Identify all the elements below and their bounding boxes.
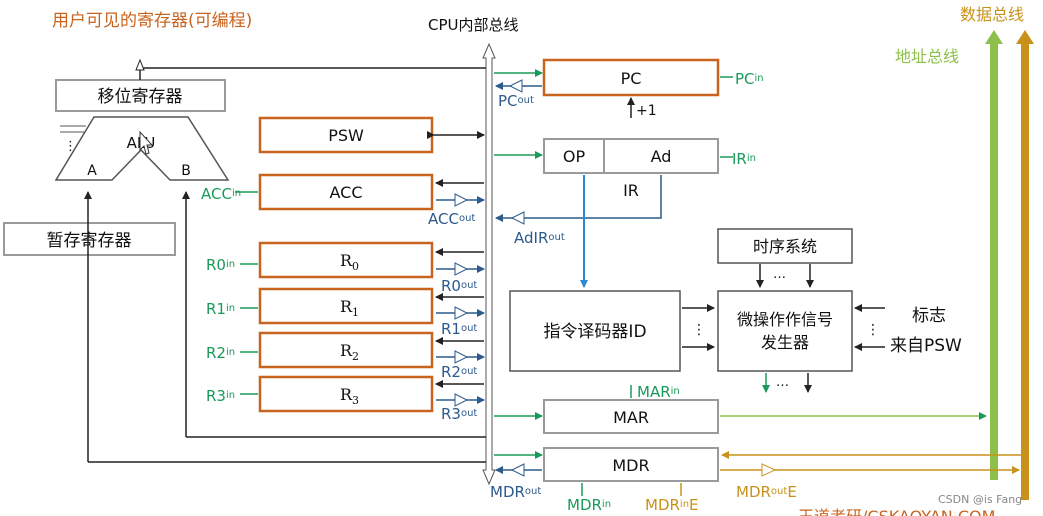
data-bus-arrow: [1016, 30, 1034, 500]
pc-in-signal: PCin: [735, 70, 764, 88]
address-bus-label: 地址总线: [895, 47, 959, 66]
csdn-credit: CSDN @is Fang: [938, 493, 1022, 506]
watermark: 王道考研/CSKAOYAN.COM: [798, 507, 995, 516]
svg-text:指令译码器ID: 指令译码器ID: [543, 322, 646, 342]
mdr-out-signal: MDRout: [490, 483, 541, 501]
svg-text:移位寄存器: 移位寄存器: [98, 87, 183, 107]
alu-input-b: B: [181, 163, 191, 179]
data-bus-label: 数据总线: [960, 5, 1024, 24]
r0-out-signal: R0out: [441, 277, 477, 295]
shift-out-arrowhead: [135, 58, 145, 71]
r3-out-signal: R3out: [441, 405, 477, 423]
svg-text:暂存寄存器: 暂存寄存器: [47, 231, 132, 251]
diagram-title: 用户可见的寄存器(可编程): [52, 11, 252, 31]
decoder-dots: ⋮: [692, 322, 706, 338]
ad-to-bus-line: [495, 175, 662, 222]
mdr-register: MDR: [543, 447, 719, 482]
timing-system: 时序系统: [717, 228, 853, 264]
r2-out-signal: R2out: [441, 363, 477, 381]
shift-to-bus-line: [139, 67, 486, 80]
shift-register: 移位寄存器: [55, 79, 226, 112]
svg-text:MDR: MDR: [612, 456, 649, 475]
alu-input-a: A: [87, 163, 97, 179]
ir-label: IR: [623, 181, 639, 200]
r2-in-signal: R2in: [206, 344, 235, 362]
mdr-in-signal: MDRin: [567, 496, 611, 514]
pc-out-signal: PCout: [498, 92, 534, 110]
timing-dots: …: [773, 267, 786, 282]
svg-text:R0: R0: [340, 251, 359, 273]
address-bus-arrow: [985, 30, 1003, 480]
mouse-cursor-icon: [139, 130, 154, 155]
flag-input-dots: ⋮: [866, 322, 880, 338]
flags-label: 标志: [912, 306, 946, 326]
mdr-out-e-signal: MDRoutE: [736, 483, 797, 501]
pc-out-gate: [495, 79, 542, 93]
svg-text:发生器: 发生器: [761, 333, 809, 352]
acc-in-signal: ACCin: [201, 185, 241, 203]
svg-text:微操作作信号: 微操作作信号: [737, 310, 833, 329]
ir-in-signal: IRin: [732, 150, 756, 168]
acc-register: ACC: [258, 173, 434, 211]
svg-text:时序系统: 时序系统: [753, 237, 817, 256]
ir-ad-field: Ad: [651, 147, 672, 166]
svg-text:MAR: MAR: [613, 408, 649, 427]
r3-in-signal: R3in: [206, 387, 235, 405]
acc-out-signal: ACCout: [428, 210, 475, 228]
ir-op-field: OP: [563, 147, 586, 166]
svg-text:PC: PC: [621, 69, 642, 88]
acc-out-gate: [436, 193, 485, 207]
micro-signal-generator: 微操作作信号 发生器: [717, 290, 853, 372]
r0-in-signal: R0in: [206, 256, 235, 274]
cpu-bus-label: CPU内部总线: [428, 16, 519, 34]
mdr-out-gate: [495, 463, 542, 477]
register-r2: R2: [258, 331, 434, 369]
alu-control-dots: ⋮: [64, 139, 77, 154]
svg-text:ACC: ACC: [329, 183, 362, 202]
instruction-decoder: 指令译码器ID: [509, 290, 681, 372]
temp-register: 暂存寄存器: [3, 222, 176, 256]
pc-increment-label: +1: [636, 103, 657, 119]
svg-text:R1: R1: [340, 297, 359, 319]
r1-in-signal: R1in: [206, 300, 235, 318]
mar-in-signal: MARin: [637, 383, 680, 401]
system-buses: 数据总线 地址总线: [895, 5, 1034, 500]
svg-text:PSW: PSW: [328, 126, 364, 145]
pc-register: PC: [542, 58, 720, 97]
flags-source-label: 来自PSW: [890, 336, 962, 356]
r1-out-signal: R1out: [441, 320, 477, 338]
register-r3: R3: [258, 375, 434, 413]
adir-out-signal: AdIRout: [514, 229, 565, 247]
r-register-bus-links: [435, 248, 485, 407]
svg-text:R3: R3: [340, 385, 359, 407]
mdr-in-e-signal: MDRinE: [645, 496, 699, 514]
psw-register: PSW: [258, 116, 434, 154]
mar-register: MAR: [543, 399, 719, 434]
register-r0: R0: [258, 241, 434, 279]
register-r1: R1: [258, 287, 434, 325]
svg-text:R2: R2: [340, 341, 359, 363]
ir-register: OP Ad IR: [543, 138, 719, 200]
generator-output-dots: …: [776, 375, 789, 390]
